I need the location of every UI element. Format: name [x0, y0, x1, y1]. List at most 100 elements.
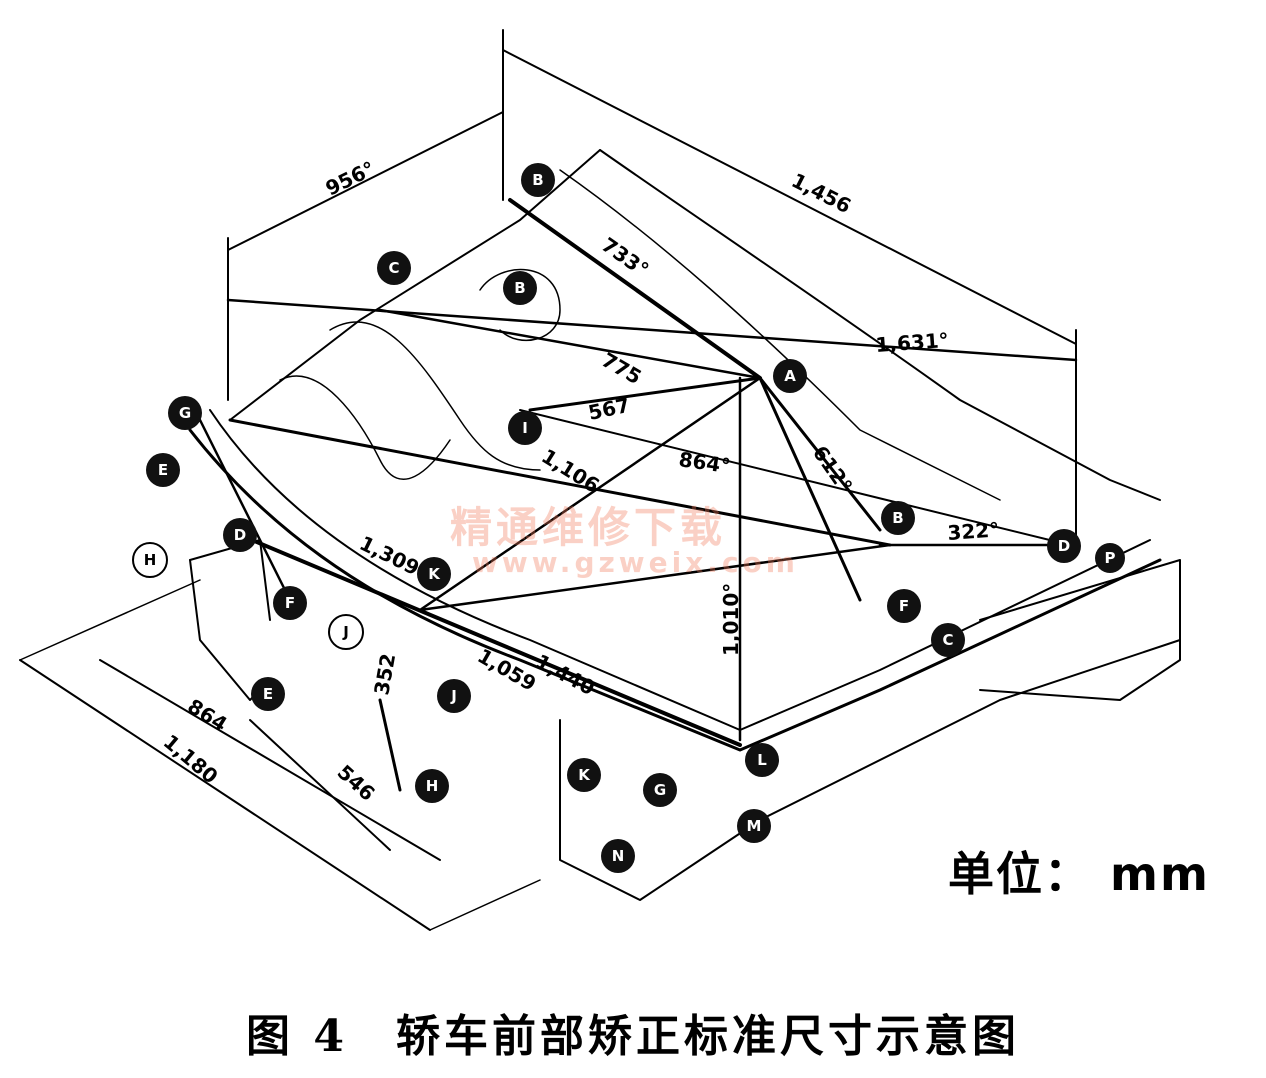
extension-line — [378, 698, 402, 792]
dimension-label: 1,059 — [474, 644, 541, 696]
figure-caption: 图 4 轿车前部矫正标准尺寸示意图 — [246, 1011, 1020, 1062]
svg-text:K: K — [428, 565, 441, 583]
measure-line — [418, 376, 762, 612]
reference-point: J — [328, 614, 364, 650]
dimension-line-956 — [227, 111, 504, 251]
dimension-line-546 — [249, 719, 391, 851]
dimension-label: 956° — [322, 156, 379, 200]
dimension-label: 612° — [808, 441, 857, 497]
reference-point: D — [223, 518, 257, 552]
frame-rail — [229, 149, 601, 421]
extension-line — [19, 579, 201, 661]
dimension-label: 775 — [598, 348, 646, 390]
svg-text:A: A — [784, 367, 796, 385]
svg-text:M: M — [747, 817, 762, 835]
svg-text:L: L — [757, 751, 767, 769]
reference-point: B — [503, 271, 537, 305]
svg-text:J: J — [450, 687, 457, 705]
dimension-label: 1,440 — [532, 649, 599, 700]
frame-body-outline — [279, 375, 451, 481]
dimension-label: 1,010° — [719, 583, 743, 656]
watermark-url: www.gzweix.com — [472, 546, 799, 579]
reference-point: K — [417, 557, 451, 591]
vehicle-front-frame-diagram: 956° 1,456 733° 1,631° 775 567 1,106 864… — [19, 29, 1181, 931]
frame-rail — [559, 169, 1001, 501]
measure-line — [758, 376, 882, 532]
svg-text:C: C — [388, 259, 399, 277]
reference-point: E — [146, 453, 180, 487]
svg-text:F: F — [899, 597, 909, 615]
reference-point: J — [437, 679, 471, 713]
dimension-line-1180 — [19, 659, 431, 931]
frame-rail — [599, 149, 1161, 501]
dimension-labels: 956° 1,456 733° 1,631° 775 567 1,106 864… — [159, 156, 1000, 805]
reference-point: M — [737, 809, 771, 843]
svg-text:D: D — [1058, 537, 1070, 555]
dimension-label: 1,456 — [788, 168, 855, 218]
svg-text:G: G — [654, 781, 666, 799]
measure-line — [528, 376, 762, 412]
reference-point: C — [931, 623, 965, 657]
measure-line — [378, 308, 762, 380]
frame-rail — [209, 409, 1151, 731]
dimension-label: 864 — [183, 694, 231, 736]
svg-text:G: G — [179, 404, 191, 422]
reference-point: G — [168, 396, 202, 430]
measure-line — [238, 533, 742, 747]
reference-point: F — [887, 589, 921, 623]
reference-point: P — [1095, 543, 1125, 573]
svg-text:E: E — [263, 685, 273, 703]
dimension-label: 546 — [333, 760, 380, 806]
dimension-label: 1,631° — [875, 328, 950, 357]
dimension-line-1456 — [502, 49, 1077, 345]
measure-line — [508, 198, 762, 380]
frame-body-outline — [479, 268, 561, 341]
reference-point: K — [567, 758, 601, 792]
reference-point: A — [773, 359, 807, 393]
dimension-label: 567 — [586, 393, 632, 425]
dimension-label: 322° — [947, 517, 1000, 545]
lower-body — [979, 559, 1181, 701]
frame-rail — [188, 428, 1162, 752]
watermark-text: 精通维修下载 — [450, 503, 727, 552]
reference-point: F — [273, 586, 307, 620]
reference-point: N — [601, 839, 635, 873]
dimension-line-864 — [99, 659, 441, 861]
reference-points: B C B A G E I D H K F J B J D E F C K G … — [132, 163, 1125, 873]
reference-point: G — [643, 773, 677, 807]
dimension-label: 352 — [369, 652, 400, 697]
lower-body — [559, 639, 1181, 901]
reference-point: B — [881, 501, 915, 535]
extension-line — [429, 879, 541, 931]
svg-text:B: B — [892, 509, 903, 527]
svg-text:N: N — [612, 847, 625, 865]
measure-line — [198, 418, 292, 602]
front-crossmember — [189, 539, 271, 621]
reference-point: I — [508, 411, 542, 445]
svg-text:B: B — [514, 279, 525, 297]
front-crossmember — [189, 559, 271, 701]
measure-line — [418, 543, 892, 612]
reference-point: H — [415, 769, 449, 803]
reference-point: D — [1047, 529, 1081, 563]
svg-text:H: H — [426, 777, 439, 795]
dimension-label: 864° — [677, 447, 732, 478]
svg-text:F: F — [285, 594, 295, 612]
svg-text:E: E — [158, 461, 168, 479]
svg-text:H: H — [144, 551, 157, 569]
measure-line — [519, 409, 1071, 546]
reference-point: E — [251, 677, 285, 711]
dimension-label: 1,180 — [159, 729, 223, 788]
svg-text:P: P — [1105, 549, 1116, 567]
svg-text:K: K — [578, 766, 591, 784]
svg-text:I: I — [522, 419, 528, 437]
reference-point: H — [132, 542, 168, 578]
reference-point: B — [521, 163, 555, 197]
reference-point: L — [745, 743, 779, 777]
svg-text:J: J — [342, 623, 349, 641]
dimension-label: 733° — [597, 232, 653, 281]
dimension-label: 1,106 — [537, 444, 603, 498]
measure-line — [758, 376, 862, 602]
reference-point: C — [377, 251, 411, 285]
svg-text:D: D — [234, 526, 246, 544]
